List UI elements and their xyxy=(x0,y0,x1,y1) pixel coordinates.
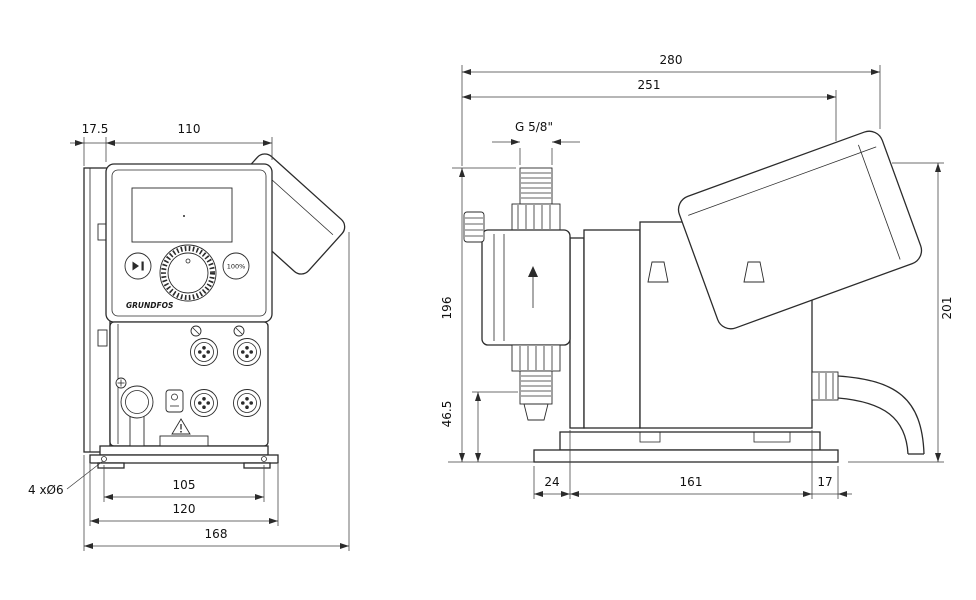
holes-label: 4 xØ6 xyxy=(28,483,64,497)
dim-label-base-front-offset: 24 xyxy=(544,475,559,489)
coupling-nut-top xyxy=(511,203,561,231)
mounting-hole xyxy=(101,456,107,462)
dimension-side-top: 280 251 G 5/8" xyxy=(461,53,881,166)
motor-lugs xyxy=(647,261,765,283)
screw-cap xyxy=(233,325,245,337)
m12-connector[interactable] xyxy=(233,338,261,366)
cable-gland xyxy=(811,371,839,401)
click-wheel-dial[interactable] xyxy=(159,244,217,302)
dim-label-overall-depth: 280 xyxy=(660,53,683,67)
dim-label-overall-height: 201 xyxy=(940,297,954,320)
brand-logo: GRUNDFOS xyxy=(126,301,173,310)
dimension-side-right: 201 xyxy=(848,162,954,463)
dosing-head xyxy=(481,229,571,346)
base-plate-front xyxy=(89,445,279,469)
outlet-nipple xyxy=(523,403,549,421)
pump-head xyxy=(463,167,571,421)
percent-button-label: 100% xyxy=(227,263,246,271)
dim-label-hole-spacing: 105 xyxy=(173,478,196,492)
dim-label-body-depth: 251 xyxy=(638,78,661,92)
display-screen xyxy=(131,187,233,243)
power-cable xyxy=(837,375,925,455)
dim-label-base-rear-offset: 17 xyxy=(817,475,832,489)
side-view: 280 251 G 5/8" 196 46.5 xyxy=(440,53,954,499)
priming-knob[interactable] xyxy=(463,211,485,243)
m12-connector[interactable] xyxy=(190,389,218,417)
mounting-hole xyxy=(261,456,267,462)
dimension-front-top: 17.5 110 xyxy=(70,122,273,166)
drain-valve xyxy=(115,377,154,453)
flow-arrow-icon xyxy=(528,266,538,308)
m12-connector[interactable] xyxy=(190,338,218,366)
percent-button[interactable]: 100% xyxy=(222,252,250,280)
start-stop-button[interactable] xyxy=(124,252,152,280)
screw-cap xyxy=(190,325,202,337)
warning-triangle-icon xyxy=(171,418,191,435)
sensor-port xyxy=(165,389,184,413)
dimension-side-left: 196 46.5 xyxy=(440,167,534,463)
holes-leader-line xyxy=(66,460,104,490)
control-cube-side xyxy=(677,130,923,330)
dim-label-overall-width: 168 xyxy=(205,527,228,541)
nameplate xyxy=(159,435,209,447)
m12-connector[interactable] xyxy=(233,389,261,417)
dim-label-offset-width: 17.5 xyxy=(82,122,109,136)
connection-thread-label: G 5/8" xyxy=(515,120,553,134)
base-plate-side xyxy=(533,431,839,463)
discharge-fitting xyxy=(519,370,553,421)
dim-label-height-to-connection: 196 xyxy=(440,297,454,320)
dimension-side-bottom: 24 161 17 xyxy=(533,430,852,499)
coupling-nut-bottom xyxy=(511,344,561,372)
dim-label-body-width: 110 xyxy=(178,122,201,136)
front-view: 100% GRUNDFOS xyxy=(28,122,350,551)
dim-label-base-length: 161 xyxy=(680,475,703,489)
dim-label-outlet-height: 46.5 xyxy=(440,401,454,428)
dim-label-base-width: 120 xyxy=(173,502,196,516)
suction-fitting xyxy=(519,167,553,205)
dimension-front-bottom: 105 120 168 4 xØ6 xyxy=(28,232,350,551)
